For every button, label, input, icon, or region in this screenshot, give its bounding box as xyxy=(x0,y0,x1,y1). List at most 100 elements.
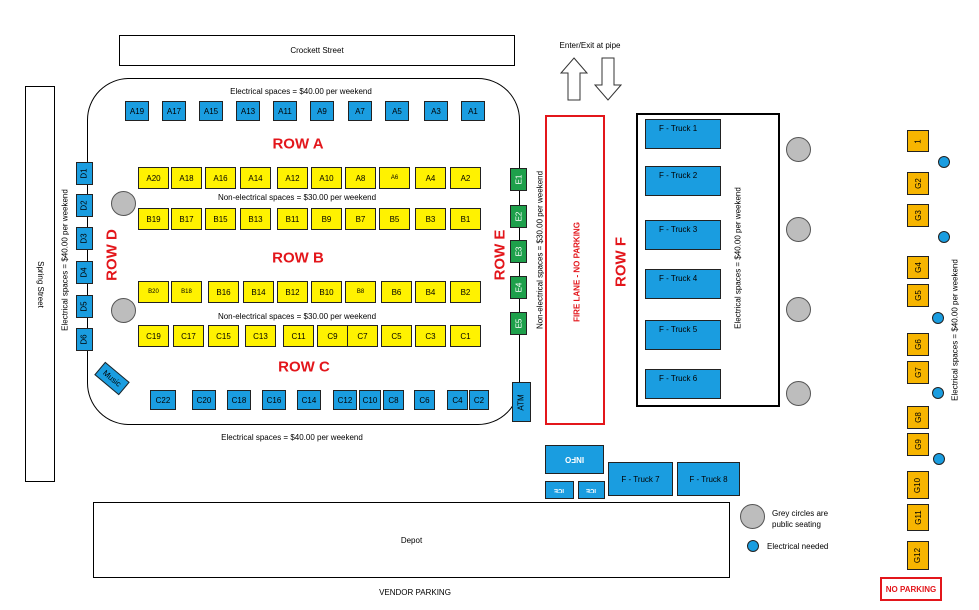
truck-7[interactable]: F - Truck 7 xyxy=(608,462,673,496)
stall-c8[interactable]: C8 xyxy=(383,390,404,410)
stall-g3[interactable]: G3 xyxy=(907,204,929,227)
stall-g1[interactable]: 1 xyxy=(907,130,929,152)
truck-4[interactable]: F - Truck 4 xyxy=(645,269,721,299)
stall-g7[interactable]: G7 xyxy=(907,361,929,384)
stall-e4[interactable]: E4 xyxy=(510,276,527,299)
stall-c19[interactable]: C19 xyxy=(138,325,169,347)
stall-c16[interactable]: C16 xyxy=(262,390,286,410)
stall-e3[interactable]: E3 xyxy=(510,240,527,263)
stall-a4[interactable]: A4 xyxy=(415,167,446,189)
stall-g10[interactable]: G10 xyxy=(907,471,929,499)
stall-a11[interactable]: A11 xyxy=(273,101,297,121)
info-booth[interactable]: INFO xyxy=(545,445,604,474)
stall-c4[interactable]: C4 xyxy=(447,390,468,410)
stall-g2[interactable]: G2 xyxy=(907,172,929,195)
stall-b16[interactable]: B16 xyxy=(208,281,239,303)
stall-a9[interactable]: A9 xyxy=(310,101,334,121)
stall-a7[interactable]: A7 xyxy=(348,101,372,121)
truck-3[interactable]: F - Truck 3 xyxy=(645,220,721,250)
stall-a8[interactable]: A8 xyxy=(345,167,376,189)
stall-g5[interactable]: G5 xyxy=(907,284,929,307)
stall-b7[interactable]: B7 xyxy=(345,208,376,230)
stall-c3[interactable]: C3 xyxy=(415,325,446,347)
stall-c15[interactable]: C15 xyxy=(208,325,239,347)
legend-grey-circle-icon xyxy=(740,504,765,529)
stall-c22[interactable]: C22 xyxy=(150,390,176,410)
stall-a20[interactable]: A20 xyxy=(138,167,169,189)
stall-a18[interactable]: A18 xyxy=(171,167,202,189)
stall-b6[interactable]: B6 xyxy=(381,281,412,303)
stall-c20[interactable]: C20 xyxy=(192,390,216,410)
stall-a17[interactable]: A17 xyxy=(162,101,186,121)
stall-a12[interactable]: A12 xyxy=(277,167,308,189)
stall-a16[interactable]: A16 xyxy=(205,167,236,189)
stall-a10[interactable]: A10 xyxy=(311,167,342,189)
stall-b19[interactable]: B19 xyxy=(138,208,169,230)
truck-5[interactable]: F - Truck 5 xyxy=(645,320,721,350)
stall-b14[interactable]: B14 xyxy=(243,281,274,303)
stall-b10[interactable]: B10 xyxy=(311,281,342,303)
stall-c2[interactable]: C2 xyxy=(469,390,489,410)
stall-d1[interactable]: D1 xyxy=(76,162,93,185)
stall-g11[interactable]: G11 xyxy=(907,504,929,531)
stall-d4[interactable]: D4 xyxy=(76,261,93,284)
stall-c1[interactable]: C1 xyxy=(450,325,481,347)
fire-lane: FIRE LANE - NO PARKING xyxy=(545,115,605,425)
stall-a5[interactable]: A5 xyxy=(385,101,409,121)
stall-b20[interactable]: B20 xyxy=(138,281,169,303)
stall-g6[interactable]: G6 xyxy=(907,333,929,356)
stall-c6[interactable]: C6 xyxy=(414,390,435,410)
stall-d6[interactable]: D6 xyxy=(76,328,93,351)
stall-c13[interactable]: C13 xyxy=(245,325,276,347)
truck-1[interactable]: F - Truck 1 xyxy=(645,119,721,149)
stall-b13[interactable]: B13 xyxy=(240,208,271,230)
stall-g9[interactable]: G9 xyxy=(907,433,929,456)
stall-e2[interactable]: E2 xyxy=(510,205,527,228)
stall-e5[interactable]: E5 xyxy=(510,312,527,335)
stall-c10[interactable]: C10 xyxy=(359,390,381,410)
truck-8[interactable]: F - Truck 8 xyxy=(677,462,740,496)
stall-a15[interactable]: A15 xyxy=(199,101,223,121)
stall-g12[interactable]: G12 xyxy=(907,541,929,570)
ice-stand[interactable]: ICE xyxy=(578,481,605,499)
truck-6[interactable]: F - Truck 6 xyxy=(645,369,721,399)
stall-a2[interactable]: A2 xyxy=(450,167,481,189)
stall-a1[interactable]: A1 xyxy=(461,101,485,121)
stall-b15[interactable]: B15 xyxy=(205,208,236,230)
stall-b12[interactable]: B12 xyxy=(277,281,308,303)
stall-g8[interactable]: G8 xyxy=(907,406,929,429)
stall-d5[interactable]: D5 xyxy=(76,295,93,318)
stall-b9[interactable]: B9 xyxy=(311,208,342,230)
truck-2[interactable]: F - Truck 2 xyxy=(645,166,721,196)
stall-b18[interactable]: B18 xyxy=(171,281,202,303)
stall-b11[interactable]: B11 xyxy=(277,208,308,230)
ice-stand[interactable]: ICE xyxy=(545,481,574,499)
stall-b3[interactable]: B3 xyxy=(415,208,446,230)
stall-d2[interactable]: D2 xyxy=(76,194,93,217)
stall-c14[interactable]: C14 xyxy=(297,390,321,410)
stall-b8[interactable]: B8 xyxy=(345,281,376,303)
stall-c7[interactable]: C7 xyxy=(347,325,378,347)
stall-b5[interactable]: B5 xyxy=(379,208,410,230)
stall-c17[interactable]: C17 xyxy=(173,325,204,347)
stall-c18[interactable]: C18 xyxy=(227,390,251,410)
stall-a19[interactable]: A19 xyxy=(125,101,149,121)
stall-a14[interactable]: A14 xyxy=(240,167,271,189)
stall-b1[interactable]: B1 xyxy=(450,208,481,230)
stall-e1[interactable]: E1 xyxy=(510,168,527,191)
stall-c12[interactable]: C12 xyxy=(333,390,357,410)
stall-g4[interactable]: G4 xyxy=(907,256,929,279)
row-e-title: ROW E xyxy=(491,229,509,281)
atm[interactable]: ATM xyxy=(512,382,531,422)
stall-c5[interactable]: C5 xyxy=(381,325,412,347)
stall-d3[interactable]: D3 xyxy=(76,227,93,250)
stall-b17[interactable]: B17 xyxy=(171,208,202,230)
stall-a6[interactable]: A6 xyxy=(379,167,410,189)
stall-a3[interactable]: A3 xyxy=(424,101,448,121)
stall-a13[interactable]: A13 xyxy=(236,101,260,121)
stall-b2[interactable]: B2 xyxy=(450,281,481,303)
stall-b4[interactable]: B4 xyxy=(415,281,446,303)
public-seating-circle xyxy=(786,381,811,406)
stall-c11[interactable]: C11 xyxy=(283,325,314,347)
stall-c9[interactable]: C9 xyxy=(317,325,348,347)
